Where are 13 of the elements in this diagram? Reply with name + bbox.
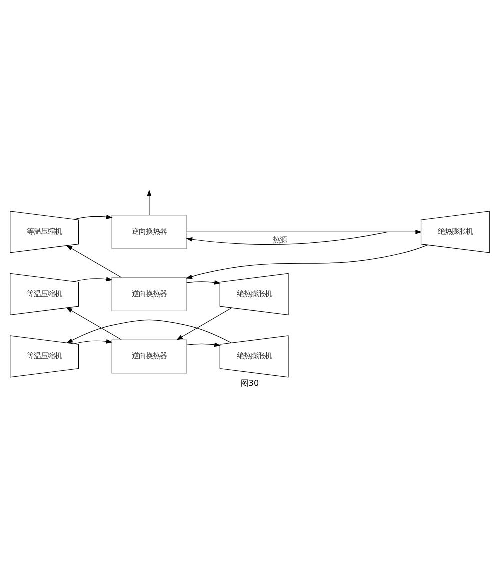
arrow (186, 232, 388, 246)
arrow (74, 277, 113, 282)
arrow (66, 308, 122, 340)
arrow (186, 280, 221, 285)
arrow (66, 320, 232, 344)
arrow (74, 339, 113, 344)
arrow (186, 342, 221, 348)
arrow (147, 190, 152, 216)
arrow (186, 230, 422, 234)
arrow (186, 244, 428, 279)
arrow (176, 308, 232, 340)
arrow (74, 214, 113, 220)
arrow (66, 245, 122, 278)
